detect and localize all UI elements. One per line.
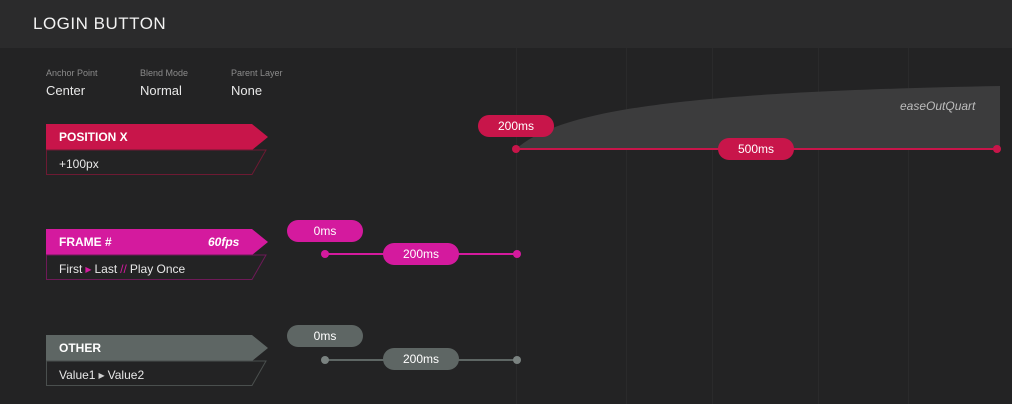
keyframe-end-handle[interactable]: [513, 356, 521, 364]
separator: //: [120, 262, 127, 276]
value1-label: Value1: [59, 368, 96, 382]
property-label: Parent Layer: [231, 68, 283, 78]
easing-label: easeOutQuart: [900, 99, 976, 113]
other-duration-pill[interactable]: 200ms: [383, 348, 459, 370]
keyframe-end-handle[interactable]: [513, 250, 521, 258]
keyframe-start-handle[interactable]: [321, 356, 329, 364]
first-label: First: [59, 262, 83, 276]
track-name: POSITION X: [59, 130, 128, 144]
other-panel[interactable]: OTHER Value1▶Value2: [46, 335, 268, 387]
keyframe-end-handle[interactable]: [993, 145, 1001, 153]
grid-line: [626, 48, 627, 404]
keyframe-start-handle[interactable]: [321, 250, 329, 258]
property-label: Anchor Point: [46, 68, 98, 78]
header-bar: LOGIN BUTTON: [0, 0, 1012, 48]
value2-label: Value2: [107, 368, 145, 382]
grid-line: [908, 48, 909, 404]
frame-range[interactable]: First▶Last//Play Once: [59, 262, 185, 276]
blend-mode-property[interactable]: Blend Mode Normal: [140, 68, 188, 98]
fps-value: 60fps: [208, 235, 240, 249]
play-arrow-icon: ▶: [98, 371, 105, 380]
frame-panel[interactable]: FRAME # 60fps First▶Last//Play Once: [46, 229, 268, 281]
keyframe-start-handle[interactable]: [512, 145, 520, 153]
anchor-point-property[interactable]: Anchor Point Center: [46, 68, 98, 98]
track-name: FRAME #: [59, 235, 112, 249]
property-label: Blend Mode: [140, 68, 189, 78]
position-x-delay-pill[interactable]: 200ms: [478, 115, 554, 137]
frame-duration-pill[interactable]: 200ms: [383, 243, 459, 265]
grid-line: [818, 48, 819, 404]
value-range[interactable]: Value1▶Value2: [59, 368, 144, 382]
page-title: LOGIN BUTTON: [33, 14, 167, 33]
play-mode: Play Once: [129, 262, 186, 276]
grid-line: [712, 48, 713, 404]
frame-delay-pill[interactable]: 0ms: [287, 220, 363, 242]
track-value[interactable]: +100px: [59, 157, 99, 171]
position-x-duration-pill[interactable]: 500ms: [718, 138, 794, 160]
last-label: Last: [94, 262, 118, 276]
play-arrow-icon: ▶: [85, 265, 92, 274]
other-delay-pill[interactable]: 0ms: [287, 325, 363, 347]
property-value: None: [231, 83, 263, 98]
track-name: OTHER: [59, 341, 101, 355]
property-value: Center: [46, 83, 86, 98]
grid-line: [516, 48, 517, 404]
parent-layer-property[interactable]: Parent Layer None: [231, 68, 283, 98]
property-value: Normal: [140, 83, 182, 98]
position-x-panel[interactable]: POSITION X +100px: [46, 124, 268, 176]
